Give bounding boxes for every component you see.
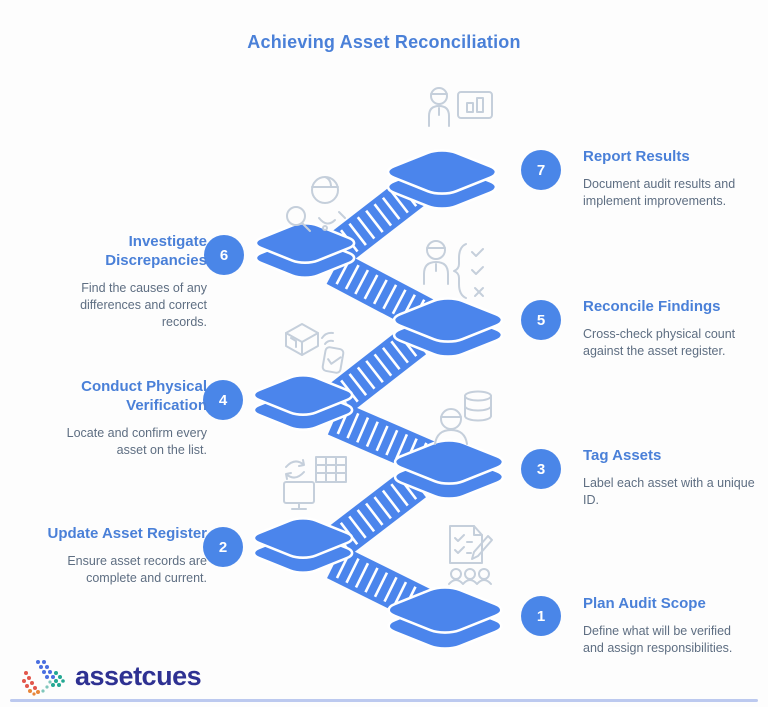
step-4-description: Locate and confirm every asset on the li… bbox=[66, 425, 207, 457]
step-number-3-label: 3 bbox=[536, 460, 546, 478]
presenter-chart-icon bbox=[428, 87, 493, 127]
step-4-title: Conduct Physical Verification bbox=[81, 378, 207, 414]
step-number-4: 4 bbox=[203, 380, 243, 420]
step-6-description: Find the causes of any differences and c… bbox=[80, 280, 207, 330]
step-2-description: Ensure asset records are complete and cu… bbox=[67, 553, 207, 585]
step-6-title: Investigate Discrepancies bbox=[105, 233, 207, 269]
step-number-7-label: 7 bbox=[536, 161, 546, 179]
step-5-block: Reconcile Findings Cross-check physical … bbox=[583, 298, 755, 360]
step-7-block: Report Results Document audit results an… bbox=[583, 148, 755, 210]
step-5-title: Reconcile Findings bbox=[583, 298, 721, 315]
step-number-6: 6 bbox=[204, 235, 244, 275]
person-checklist-icon bbox=[423, 240, 484, 299]
box-verify-icon bbox=[285, 323, 345, 374]
stair-platforms bbox=[246, 147, 511, 652]
step-3-block: Tag Assets Label each asset with a uniqu… bbox=[583, 447, 755, 509]
step-number-1-label: 1 bbox=[536, 607, 546, 625]
step-number-2: 2 bbox=[203, 527, 243, 567]
logo-text: assetcues bbox=[75, 660, 202, 691]
step-6-block: Investigate Discrepancies Find the cause… bbox=[35, 233, 207, 331]
step-number-5: 5 bbox=[521, 300, 561, 340]
step-number-6-label: 6 bbox=[219, 246, 229, 264]
step-number-7: 7 bbox=[521, 150, 561, 190]
step-1-block: Plan Audit Scope Define what will be ver… bbox=[583, 595, 755, 657]
step-7-description: Document audit results and implement imp… bbox=[583, 176, 736, 208]
person-database-icon bbox=[434, 390, 492, 445]
logo: assetcues bbox=[22, 656, 202, 696]
step-5-description: Cross-check physical count against the a… bbox=[583, 326, 736, 358]
step-number-2-label: 2 bbox=[218, 538, 228, 556]
page-title: Achieving Asset Reconciliation bbox=[247, 32, 521, 52]
step-3-description: Label each asset with a unique ID. bbox=[583, 475, 755, 507]
step-1-title: Plan Audit Scope bbox=[583, 595, 706, 612]
step-4-block: Conduct Physical Verification Locate and… bbox=[35, 378, 207, 459]
footer-divider bbox=[10, 699, 758, 702]
step-2-block: Update Asset Register Ensure asset recor… bbox=[35, 525, 208, 587]
monitor-sync-table-icon bbox=[283, 456, 347, 510]
step-number-4-label: 4 bbox=[218, 391, 228, 409]
step-number-5-label: 5 bbox=[536, 311, 546, 329]
step-3-title: Tag Assets bbox=[583, 447, 662, 464]
step-number-1: 1 bbox=[521, 596, 561, 636]
step-7-title: Report Results bbox=[583, 148, 690, 165]
audit-checklist-team-icon bbox=[448, 525, 493, 585]
search-investigate-icon bbox=[286, 176, 346, 232]
logo-dots-icon bbox=[22, 660, 65, 696]
step-2-title: Update Asset Register bbox=[47, 525, 208, 542]
step-1-description: Define what will be verified and assign … bbox=[583, 623, 733, 655]
step-number-3: 3 bbox=[521, 449, 561, 489]
